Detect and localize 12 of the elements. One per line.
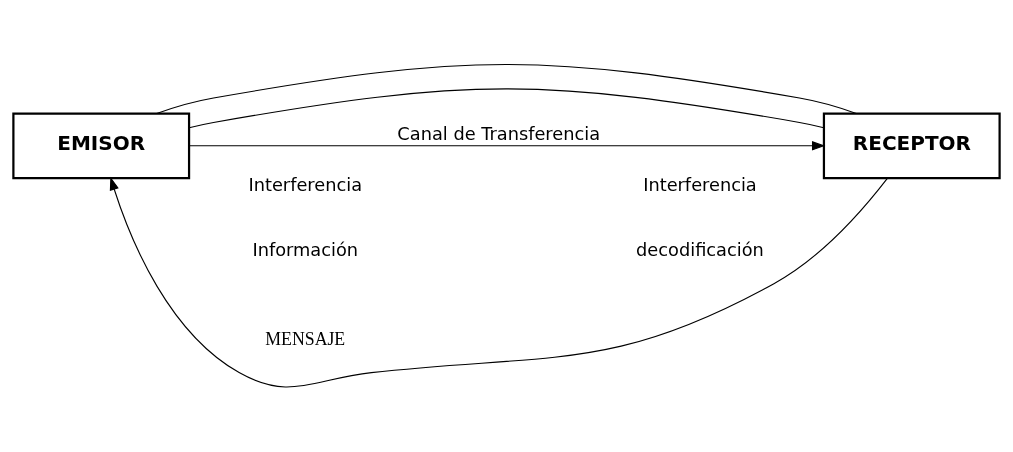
node-box: RECEPTOR bbox=[822, 112, 1001, 180]
label: Interferencia bbox=[248, 174, 363, 196]
arrow bbox=[109, 176, 889, 388]
node-box: EMISOR bbox=[12, 112, 191, 180]
connector bbox=[156, 63, 857, 115]
label: MENSAJE bbox=[265, 328, 346, 349]
label: decodificación bbox=[636, 238, 764, 260]
arrow bbox=[188, 141, 826, 151]
edge-label: Canal de Transferencia bbox=[397, 123, 601, 144]
label: Interferencia bbox=[643, 174, 757, 196]
label: Información bbox=[252, 238, 359, 260]
connector bbox=[188, 88, 825, 129]
